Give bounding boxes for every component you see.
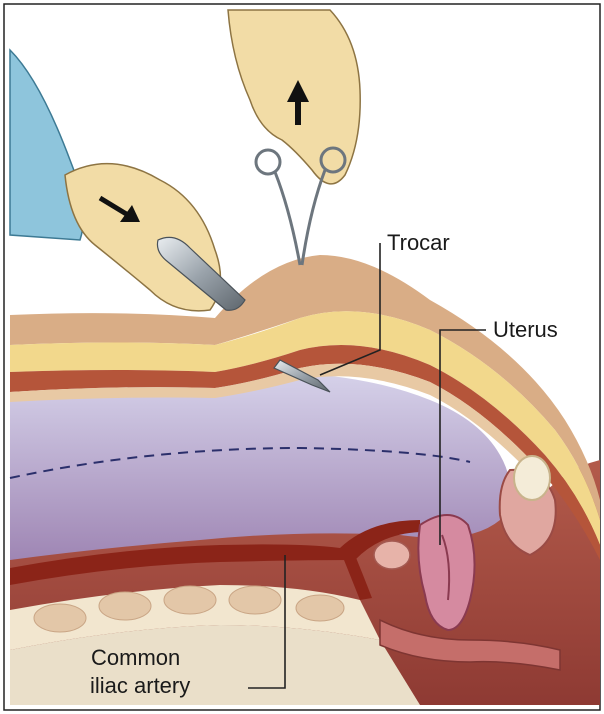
pubic-bone bbox=[514, 456, 550, 500]
left-gloved-hand bbox=[65, 164, 220, 311]
artery-label-line1: Common bbox=[91, 645, 180, 670]
ovary bbox=[374, 541, 410, 569]
artery-label-line2: iliac artery bbox=[90, 673, 190, 698]
uterus-label: Uterus bbox=[493, 317, 558, 342]
trocar-label: Trocar bbox=[387, 230, 450, 255]
